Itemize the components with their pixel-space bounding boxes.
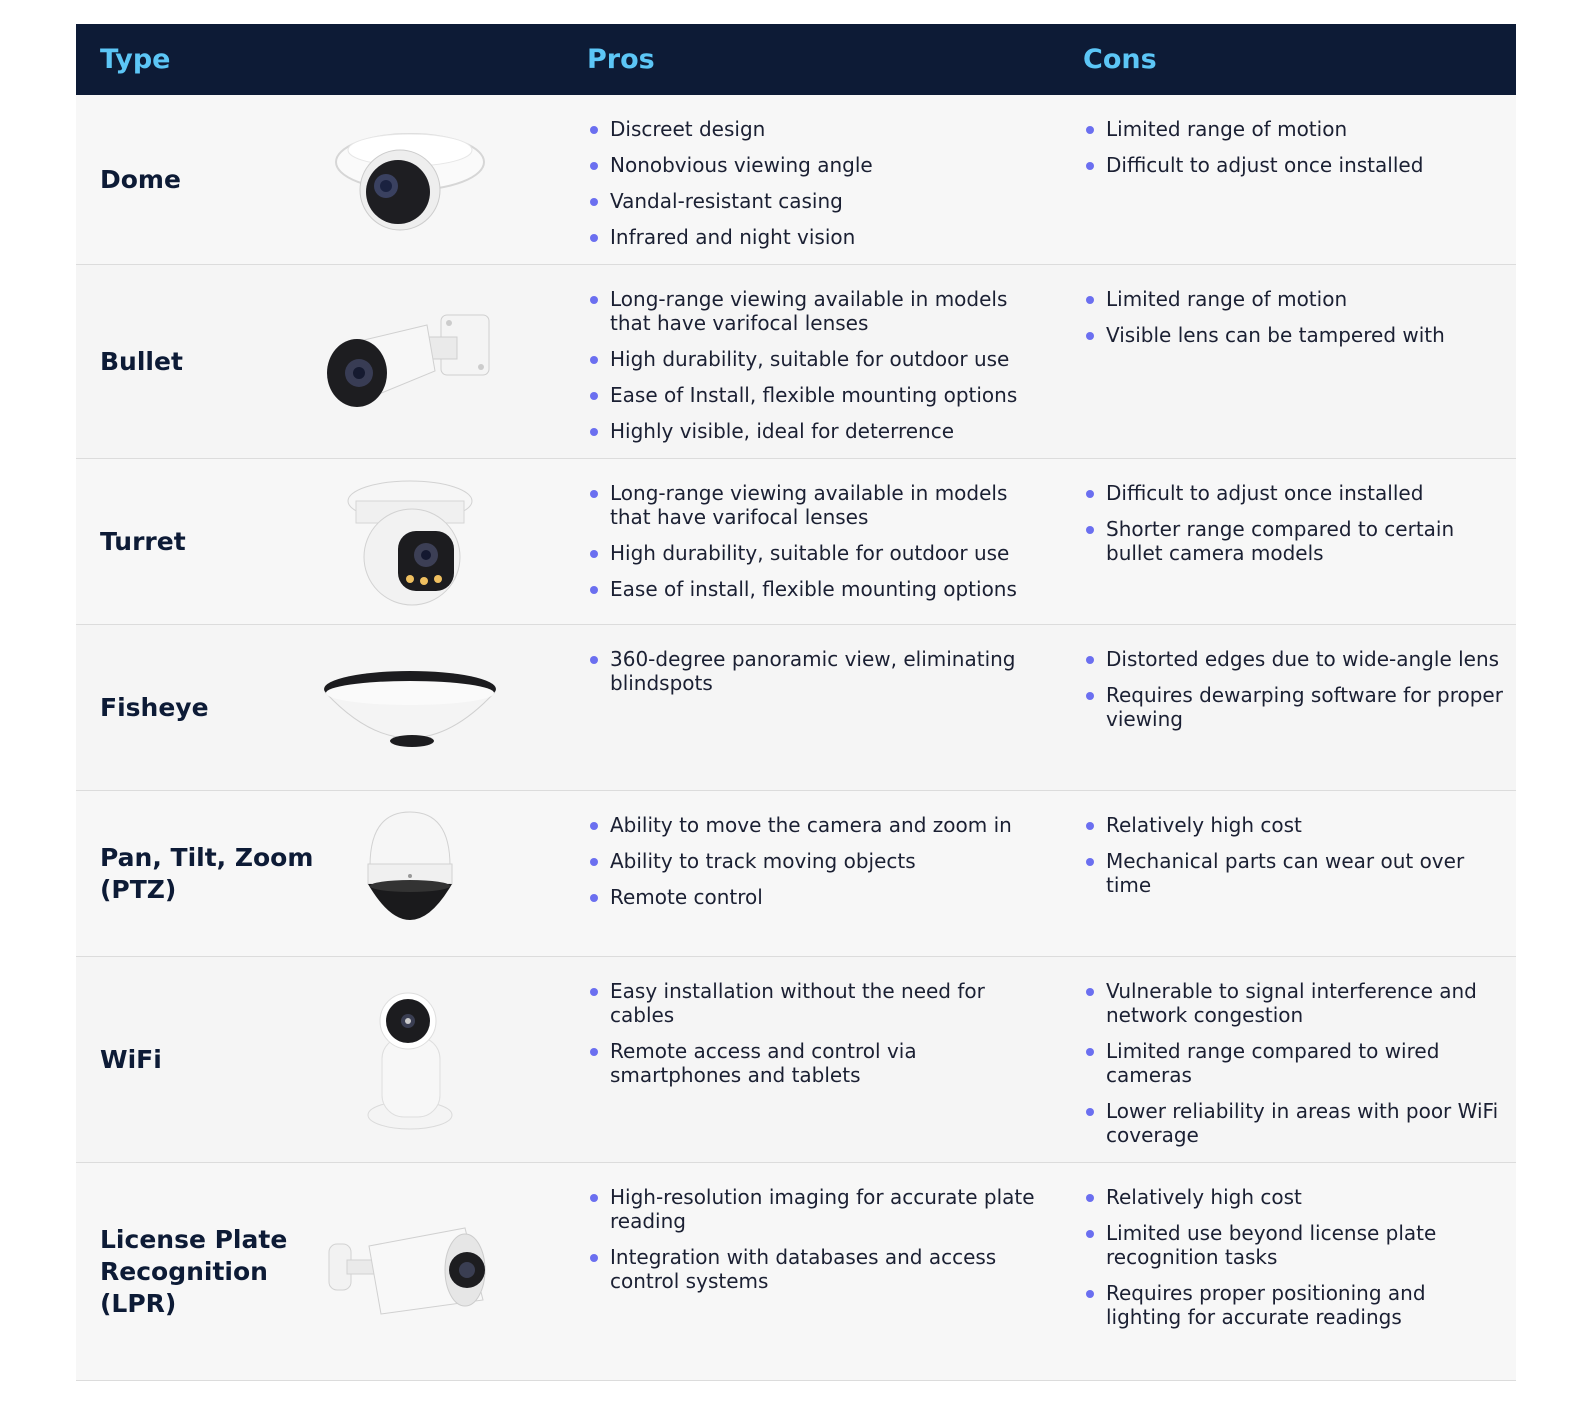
- table-header: Type Pros Cons: [76, 24, 1516, 95]
- cons-list: Limited range of motion Difficult to adj…: [1083, 117, 1503, 189]
- header-cons: Cons: [1083, 44, 1157, 75]
- table-row-wifi: WiFi Easy installation without the need …: [76, 957, 1516, 1163]
- table-row-dome: Dome Discreet design Nonobvious viewing …: [76, 95, 1516, 265]
- pro-item: Remote control: [587, 885, 1047, 909]
- pro-item: Ability to track moving objects: [587, 849, 1047, 873]
- cons-list: Distorted edges due to wide-angle lens R…: [1083, 647, 1503, 743]
- camera-type: Fisheye: [100, 692, 209, 722]
- con-item: Mechanical parts can wear out over time: [1083, 849, 1503, 897]
- bullet-camera-image: [320, 292, 500, 432]
- ptz-camera-image: [320, 804, 500, 944]
- con-item: Visible lens can be tampered with: [1083, 323, 1503, 347]
- table-row-bullet: Bullet Long-range viewing available in m…: [76, 265, 1516, 459]
- pro-item: Long-range viewing available in models t…: [587, 287, 1047, 335]
- con-item: Shorter range compared to certain bullet…: [1083, 517, 1503, 565]
- cons-list: Difficult to adjust once installed Short…: [1083, 481, 1503, 577]
- cons-list: Relatively high cost Mechanical parts ca…: [1083, 813, 1503, 909]
- pros-list: Discreet design Nonobvious viewing angle…: [587, 117, 1047, 261]
- con-item: Distorted edges due to wide-angle lens: [1083, 647, 1503, 671]
- pro-item: Ease of install, flexible mounting optio…: [587, 577, 1047, 601]
- table-row-lpr: License Plate Recognition (LPR) High-res…: [76, 1163, 1516, 1381]
- table-row-ptz: Pan, Tilt, Zoom (PTZ) Ability to move th…: [76, 791, 1516, 957]
- cons-list: Relatively high cost Limited use beyond …: [1083, 1185, 1503, 1341]
- pros-list: Long-range viewing available in models t…: [587, 287, 1047, 455]
- table-row-fisheye: Fisheye 360-degree panoramic view, elimi…: [76, 625, 1516, 791]
- camera-comparison-table: Type Pros Cons Dome Discreet design Nono…: [76, 24, 1516, 1381]
- con-item: Difficult to adjust once installed: [1083, 481, 1503, 505]
- camera-type: Turret: [100, 526, 186, 556]
- pro-item: Discreet design: [587, 117, 1047, 141]
- pro-item: Ability to move the camera and zoom in: [587, 813, 1047, 837]
- con-item: Relatively high cost: [1083, 1185, 1503, 1209]
- con-item: Limited range of motion: [1083, 117, 1503, 141]
- con-item: Limited range of motion: [1083, 287, 1503, 311]
- pros-list: Long-range viewing available in models t…: [587, 481, 1047, 613]
- header-type: Type: [100, 44, 171, 75]
- con-item: Lower reliability in areas with poor WiF…: [1083, 1099, 1503, 1147]
- cons-list: Limited range of motion Visible lens can…: [1083, 287, 1503, 359]
- dome-camera-image: [320, 110, 500, 250]
- pro-item: Remote access and control via smartphone…: [587, 1039, 1047, 1087]
- pro-item: Integration with databases and access co…: [587, 1245, 1047, 1293]
- camera-type: WiFi: [100, 1044, 162, 1074]
- con-item: Difficult to adjust once installed: [1083, 153, 1503, 177]
- con-item: Requires dewarping software for proper v…: [1083, 683, 1503, 731]
- pro-item: Nonobvious viewing angle: [587, 153, 1047, 177]
- pro-item: Ease of Install, flexible mounting optio…: [587, 383, 1047, 407]
- camera-type: Dome: [100, 164, 181, 194]
- con-item: Vulnerable to signal interference and ne…: [1083, 979, 1503, 1027]
- cons-list: Vulnerable to signal interference and ne…: [1083, 979, 1503, 1159]
- camera-type: Pan, Tilt, Zoom (PTZ): [100, 842, 314, 904]
- pros-list: 360-degree panoramic view, eliminating b…: [587, 647, 1047, 707]
- wifi-camera-image: [320, 985, 500, 1135]
- pros-list: Easy installation without the need for c…: [587, 979, 1047, 1099]
- fisheye-camera-image: [320, 638, 500, 778]
- con-item: Requires proper positioning and lighting…: [1083, 1281, 1503, 1329]
- con-item: Limited range compared to wired cameras: [1083, 1039, 1503, 1087]
- pro-item: High-resolution imaging for accurate pla…: [587, 1185, 1047, 1233]
- con-item: Relatively high cost: [1083, 813, 1503, 837]
- pro-item: High durability, suitable for outdoor us…: [587, 347, 1047, 371]
- table-row-turret: Turret Long-range viewing available in m…: [76, 459, 1516, 625]
- camera-type: License Plate Recognition (LPR): [100, 1224, 288, 1318]
- header-pros: Pros: [587, 44, 655, 75]
- pro-item: Long-range viewing available in models t…: [587, 481, 1047, 529]
- pros-list: High-resolution imaging for accurate pla…: [587, 1185, 1047, 1305]
- pro-item: Highly visible, ideal for deterrence: [587, 419, 1047, 443]
- pros-list: Ability to move the camera and zoom in A…: [587, 813, 1047, 921]
- turret-camera-image: [320, 472, 500, 612]
- pro-item: Infrared and night vision: [587, 225, 1047, 249]
- con-item: Limited use beyond license plate recogni…: [1083, 1221, 1503, 1269]
- lpr-camera-image: [320, 1202, 500, 1342]
- pro-item: 360-degree panoramic view, eliminating b…: [587, 647, 1047, 695]
- camera-type: Bullet: [100, 346, 183, 376]
- pro-item: Easy installation without the need for c…: [587, 979, 1047, 1027]
- pro-item: Vandal-resistant casing: [587, 189, 1047, 213]
- pro-item: High durability, suitable for outdoor us…: [587, 541, 1047, 565]
